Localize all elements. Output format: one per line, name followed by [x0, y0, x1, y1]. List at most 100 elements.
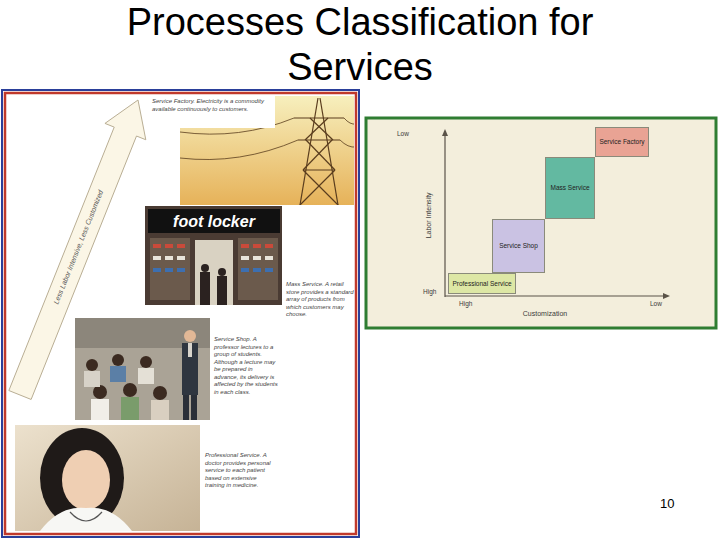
shoe-store-photo: [265, 244, 273, 248]
chart-panel: [366, 118, 716, 328]
shoe-store-photo: [238, 238, 278, 300]
classroom-photo: [184, 330, 196, 342]
classroom-photo: [182, 330, 198, 420]
axis-title: Labor Intensity: [425, 192, 434, 238]
chart-panel: [366, 118, 716, 328]
power-tower-photo: [298, 139, 340, 140]
classroom-photo: [191, 395, 197, 420]
left-panel-frame: [2, 90, 359, 537]
classroom-photo: [91, 399, 109, 420]
shoe-store-photo: [241, 256, 249, 260]
axis-end-label: High: [423, 288, 436, 296]
shoe-store-photo: [253, 256, 261, 260]
direction-arrow: [9, 100, 146, 399]
power-tower-photo: [303, 170, 338, 205]
power-tower-photo: [180, 118, 294, 134]
classroom-photo: [182, 343, 198, 395]
shoe-store-photo: [145, 206, 282, 305]
classroom-photo: [183, 395, 189, 420]
axis-end-label: Low: [397, 130, 409, 138]
power-tower-photo: [344, 118, 356, 124]
classroom-photo: [84, 371, 100, 387]
shoe-store-photo: [177, 268, 185, 272]
shoe-store-photo: [241, 268, 249, 272]
shoe-store-photo: [201, 264, 209, 272]
axis-end-label: High: [459, 300, 472, 308]
caption: Mass Service. A retail store provides a …: [286, 281, 354, 319]
slide-title: Processes Classification for Services: [80, 0, 640, 90]
shoe-store-photo: [200, 272, 210, 305]
shoe-store-photo: [265, 268, 273, 272]
classroom-photo: [93, 385, 107, 399]
doctor-photo: [15, 425, 200, 531]
classroom-photo: [75, 318, 210, 420]
left-panel-frame: [5, 93, 356, 534]
power-tower-photo: [306, 140, 335, 170]
classroom-photo: [140, 356, 152, 368]
shoe-store-photo: [150, 238, 190, 300]
shoe-store-photo: [165, 256, 173, 260]
shoe-store-photo: [148, 209, 280, 233]
shoe-store-photo: [200, 264, 227, 305]
classroom-photo: [75, 318, 210, 420]
process-box: Service Shop: [492, 219, 545, 273]
power-tower-photo: [303, 169, 335, 170]
box-label: Service Shop: [499, 242, 538, 250]
caption: Professional Service. A doctor provides …: [205, 452, 277, 490]
power-tower-photo: [180, 96, 356, 205]
chart-axes: [663, 293, 670, 299]
doctor-photo: [70, 512, 102, 521]
box-label: Service Factory: [599, 138, 644, 146]
chart-axes: [444, 134, 445, 297]
doctor-photo: [15, 425, 200, 531]
power-tower-photo: [305, 118, 328, 140]
direction-arrow: [9, 100, 146, 399]
shoe-store-photo: [177, 244, 185, 248]
shoe-store-photo: [165, 268, 173, 272]
power-tower-photo: [310, 118, 333, 140]
doctor-photo: [62, 450, 110, 510]
classroom-photo: [110, 366, 126, 382]
left-panel-frame: [2, 90, 359, 537]
shoe-store-photo: [153, 244, 161, 248]
shoe-store-photo: [241, 244, 249, 248]
shoe-store-photo: [153, 268, 161, 272]
process-box: Mass Service: [545, 157, 595, 219]
chart-axes: [442, 129, 448, 136]
classroom-photo: [121, 397, 139, 420]
shoe-store-photo: [218, 268, 226, 276]
classroom-photo: [151, 400, 169, 420]
power-tower-photo: [300, 170, 335, 205]
chart-axes: [445, 295, 665, 296]
shoe-store-photo: [217, 276, 227, 305]
shoe-store-photo: [195, 240, 233, 305]
shoe-store-photo: [177, 256, 185, 260]
box-label: Mass Service: [550, 184, 589, 192]
axis-title: Customization: [523, 310, 567, 319]
classroom-photo: [86, 359, 98, 371]
arrow-label: Less Labor Intensive, Less Customized: [52, 189, 106, 306]
power-tower-photo: [294, 117, 344, 118]
store-sign: foot locker: [150, 212, 278, 232]
page-number: 10: [660, 496, 674, 512]
doctor-photo: [40, 508, 132, 531]
classroom-photo: [188, 343, 192, 357]
power-tower-photo: [340, 140, 356, 147]
power-tower-photo: [180, 140, 298, 160]
caption: Service Shop. A professor lectures to a …: [214, 336, 278, 396]
shoe-store-photo: [153, 268, 273, 272]
caption: Service Factory. Electricity is a commod…: [152, 98, 272, 113]
classroom-photo: [84, 366, 169, 420]
process-box: Professional Service: [448, 273, 516, 294]
shoe-store-photo: [253, 244, 261, 248]
power-tower-photo: [180, 98, 356, 205]
box-label: Professional Service: [452, 280, 511, 288]
classroom-photo: [123, 383, 137, 397]
shoe-store-photo: [165, 244, 173, 248]
power-tower-photo: [303, 140, 332, 170]
classroom-photo: [112, 354, 124, 366]
classroom-photo: [138, 368, 154, 384]
shoe-store-photo: [145, 206, 282, 305]
axis-end-label: Low: [650, 300, 662, 308]
